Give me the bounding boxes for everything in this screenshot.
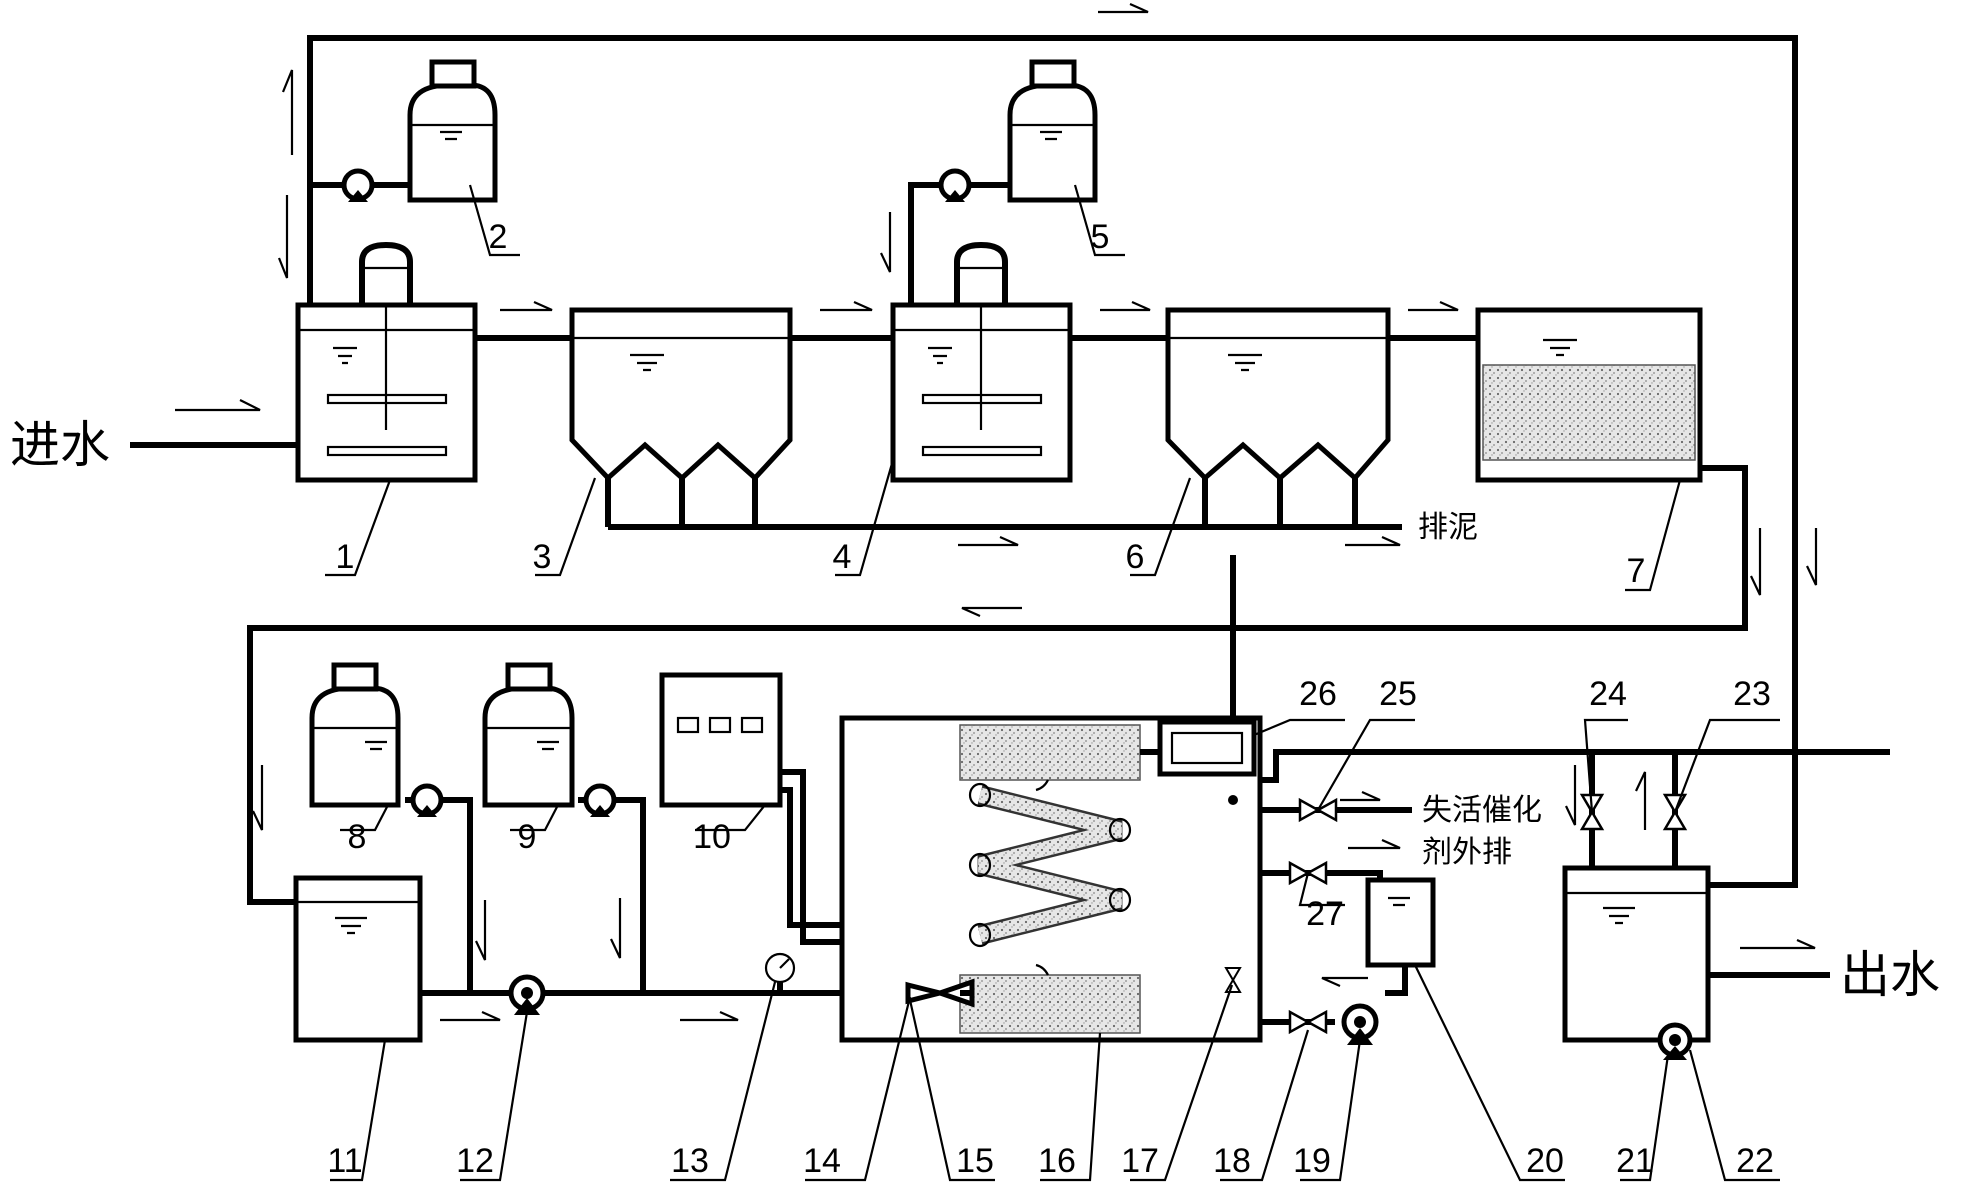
label-20: 20 [1526,1142,1564,1180]
label-11: 11 [327,1142,362,1180]
label-19: 19 [1293,1142,1331,1180]
label-18: 18 [1213,1142,1251,1180]
label-16: 16 [1038,1142,1076,1180]
tank-11 [293,875,423,1043]
valve-27 [1288,860,1328,886]
discharge-label-2: 剂外排 [1422,836,1512,869]
label-27: 27 [1306,895,1344,933]
flow-arrows [175,2,1818,1022]
label-8: 8 [348,818,367,856]
label-5: 5 [1091,218,1110,256]
label-22: 22 [1736,1142,1774,1180]
label-12: 12 [456,1142,494,1180]
label-17: 17 [1121,1142,1159,1180]
discharge-label-1: 失活催化 [1422,794,1542,827]
label-23: 23 [1733,675,1771,713]
inlet-label: 进水 [10,417,110,473]
label-21: 21 [1616,1142,1654,1180]
control-box-10 [659,672,783,808]
pump-12 [508,974,546,1015]
dosing-tank-9 [482,662,617,817]
label-24: 24 [1589,675,1627,713]
pressure-gauge-13 [764,952,796,993]
tank-22 [1562,865,1711,1060]
label-25: 25 [1379,675,1417,713]
tank-20 [1365,877,1436,968]
label-9: 9 [518,818,537,856]
mixing-tank-4 [890,241,1073,483]
label-7: 7 [1627,552,1646,590]
sludge-label: 排泥 [1418,511,1478,544]
label-10: 10 [693,818,731,856]
labels: 1 2 3 4 5 6 7 8 9 10 11 12 13 14 15 16 1… [327,218,1774,1180]
label-14: 14 [803,1142,841,1180]
pump-19 [1341,1003,1379,1045]
label-26: 26 [1299,675,1337,713]
dosing-tank-2 [341,59,498,203]
label-4: 4 [833,538,852,576]
dosing-tank-8 [309,662,444,817]
label-3: 3 [533,538,552,576]
label-2: 2 [489,218,508,256]
leader-lines [325,184,1780,1182]
settler-6 [1165,307,1391,482]
valve-18 [1288,1009,1328,1035]
filter-7 [1475,307,1703,483]
mixing-tank-1 [295,241,478,483]
label-13: 13 [671,1142,709,1180]
reactor-16 [839,715,1263,1043]
outlet-label: 出水 [1840,947,1940,1003]
label-6: 6 [1126,538,1145,576]
dosing-tank-5 [938,59,1098,203]
label-15: 15 [956,1142,994,1180]
label-1: 1 [336,538,355,576]
settler-3 [569,307,793,482]
valve-25 [1298,797,1338,823]
